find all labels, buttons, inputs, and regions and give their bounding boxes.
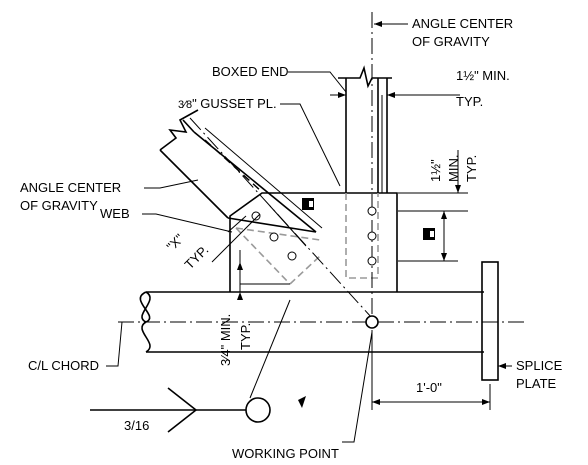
working-point-marker: [365, 315, 379, 329]
label-splice-1: SPLICE: [516, 358, 563, 373]
label-x-typ: TYP.: [182, 242, 212, 272]
label-chord-cl: C/L CHORD: [28, 358, 99, 373]
label-web: WEB: [100, 206, 130, 221]
weld-symbol: [90, 299, 291, 433]
leader-lines: [106, 21, 512, 443]
label-vert-dim-typ: TYP.: [464, 155, 479, 182]
dim-vertical-right: [398, 150, 468, 262]
vertical-bolt-holes: [367, 206, 377, 266]
label-boxed-end: BOXED END: [212, 64, 289, 79]
diagonal-bolt-holes: [251, 211, 297, 261]
label-gusset: 3⁄8" GUSSET PL.: [178, 96, 277, 111]
label-angle-cg-top-2: OF GRAVITY: [412, 34, 490, 49]
dim-bottom-vertical: [237, 250, 290, 300]
dim-top-horizontal: [330, 92, 460, 98]
label-vert-dim-min: MIN.: [446, 155, 461, 182]
label-three-quarter: 3⁄4" MIN.: [218, 314, 233, 366]
gusset-plate: [229, 192, 398, 292]
splice-plate: [481, 261, 499, 381]
label-weld-size: 3/16: [124, 418, 149, 433]
label-splice-2: PLATE: [516, 376, 557, 391]
vertical-angle: [338, 65, 392, 279]
label-angle-cg-top-1: ANGLE CENTER: [412, 16, 513, 31]
diagonal-angle: [159, 109, 323, 285]
dim-one-foot: [371, 330, 491, 410]
label-angle-cg-left-2: OF GRAVITY: [20, 198, 98, 213]
label-angle-cg-left-1: ANGLE CENTER: [20, 180, 121, 195]
label-x-dim: "X": [164, 231, 188, 255]
label-working-point: WORKING POINT: [232, 446, 339, 461]
label-min-top: 1½" MIN.: [456, 68, 510, 83]
label-typ-top: TYP.: [456, 94, 483, 109]
label-vert-dim-value: 1½": [428, 159, 443, 182]
dim-x-diagonal: [211, 205, 307, 263]
label-one-foot: 1'-0": [416, 380, 442, 395]
gage-symbol-icon: [302, 198, 435, 240]
label-typ-bottom: TYP.: [238, 323, 253, 350]
